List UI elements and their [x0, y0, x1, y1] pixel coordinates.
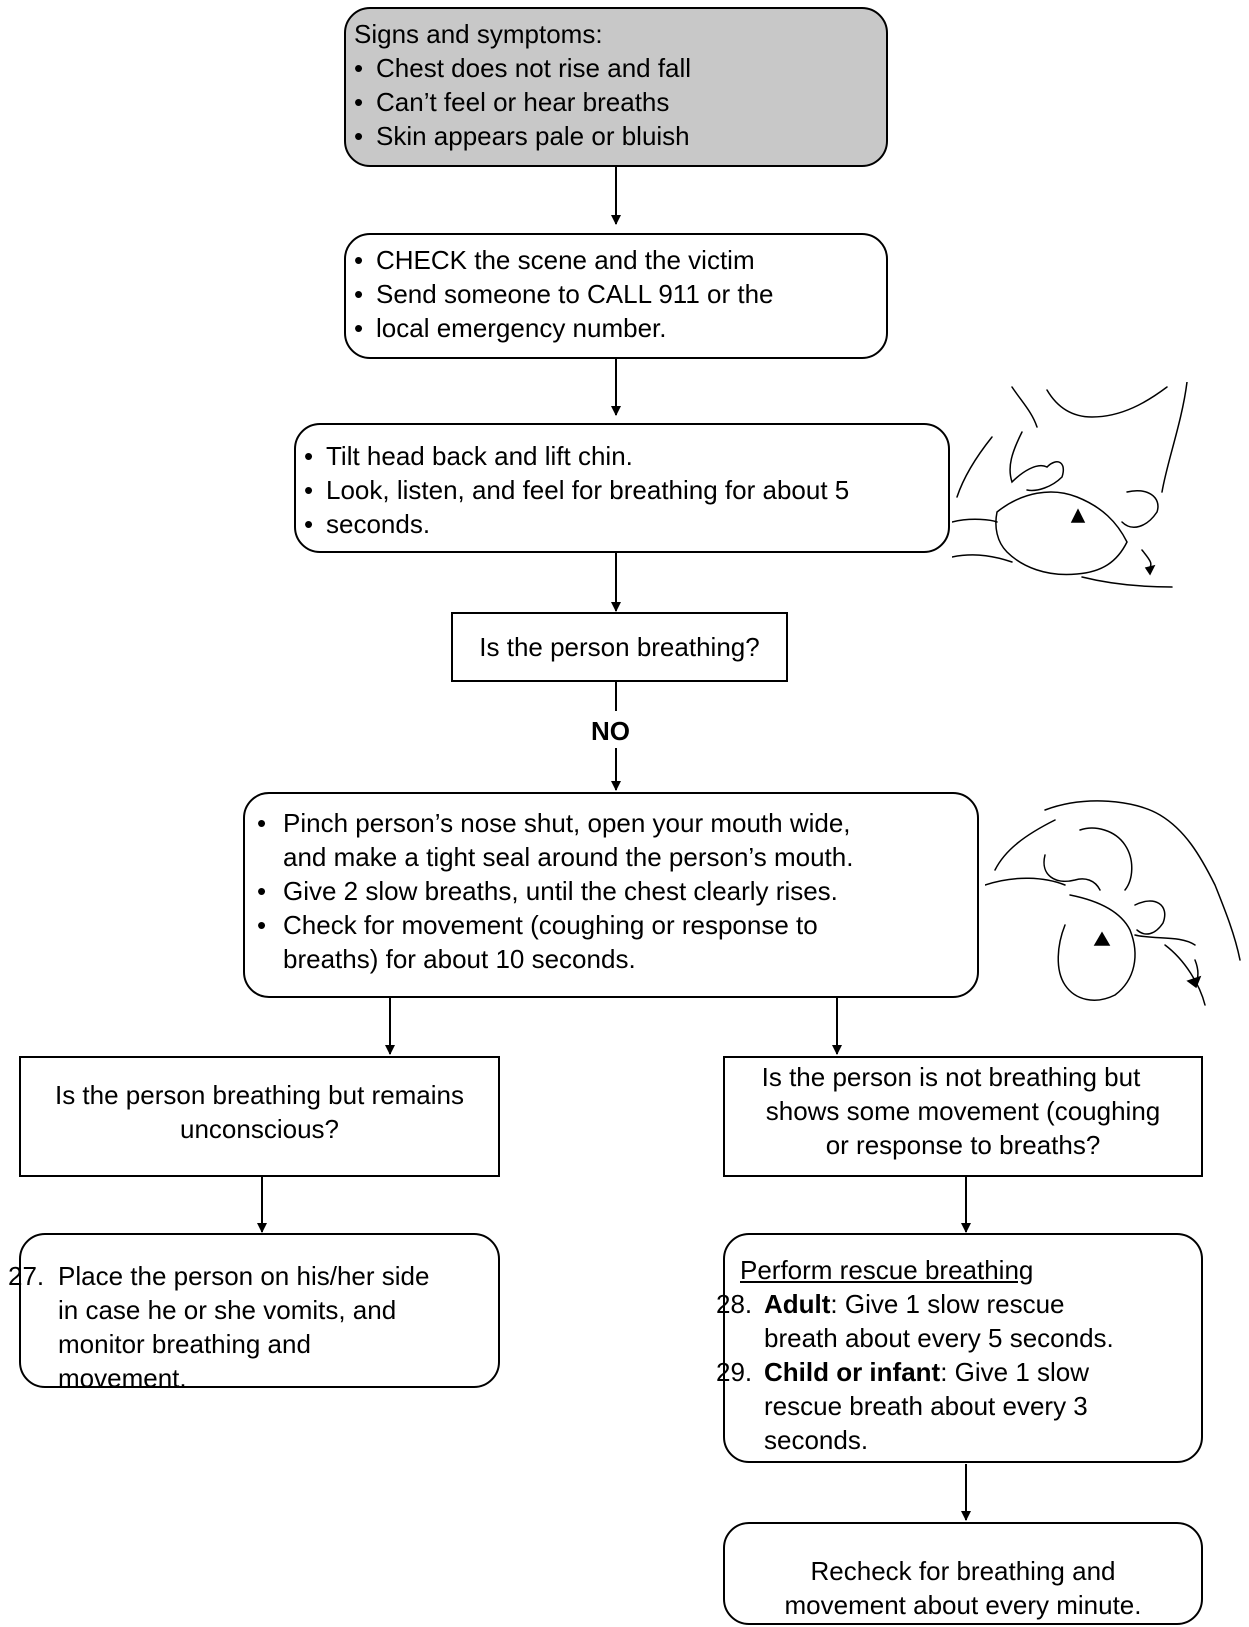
rescue-item-29-cont: seconds.	[764, 1425, 869, 1455]
tilt-list: Tilt head back and lift chin. Look, list…	[304, 439, 849, 541]
check-list: CHECK the scene and the victim Send some…	[354, 243, 774, 345]
rescue-breathing-box	[723, 1233, 1203, 1463]
tilt-item: Look, listen, and feel for breathing for…	[304, 473, 849, 507]
rescue-item-28-cont: breath about every 5 seconds.	[764, 1323, 1114, 1353]
pinch-line-continued: breaths) for about 10 seconds.	[283, 944, 636, 974]
rescue-item-29-bold: Child or infant	[764, 1357, 941, 1387]
right-question-line2: shows some movement (coughing	[765, 1096, 1161, 1126]
left-action-text: 27. Place the person on his/her side in c…	[8, 1259, 429, 1395]
tilt-item-continued: seconds.	[304, 507, 849, 541]
signs-item: Skin appears pale or bluish	[354, 119, 691, 153]
check-scene-text: CHECK the scene and the victim Send some…	[354, 243, 774, 345]
signs-list: Chest does not rise and fall Can’t feel …	[354, 51, 691, 153]
signs-item: Can’t feel or hear breaths	[354, 85, 691, 119]
pinch-item: • Pinch person’s nose shut, open your mou…	[257, 806, 853, 840]
pinch-line: Check for movement (coughing or response…	[283, 910, 818, 940]
rescue-item-29-text: : Give 1 slow	[940, 1357, 1090, 1387]
pinch-breaths-text: • Pinch person’s nose shut, open your mou…	[257, 806, 853, 976]
left-question-line2: unconscious?	[180, 1114, 339, 1144]
bullet: •	[257, 910, 267, 940]
rescue-item-28-bold: Adult	[764, 1289, 831, 1319]
signs-heading: Signs and symptoms:	[354, 19, 603, 49]
tilt-head-text: Tilt head back and lift chin. Look, list…	[304, 439, 849, 541]
rescue-breath-illustration	[985, 800, 1241, 1006]
check-item: Send someone to CALL 911 or the	[354, 277, 774, 311]
breathing-question-text: Is the person breathing?	[479, 632, 760, 662]
left-question-box	[19, 1056, 500, 1177]
rescue-item-28: 28. Adult: Give 1 slow rescue	[716, 1287, 1114, 1321]
left-action-item: 27. Place the person on his/her side	[8, 1259, 429, 1293]
left-question-text: Is the person breathing but remains unco…	[19, 1078, 500, 1146]
pinch-line-continued: and make a tight seal around the person’…	[283, 842, 854, 872]
item-number: 29.	[716, 1357, 753, 1387]
left-action-line: Place the person on his/her side	[58, 1261, 430, 1291]
rescue-item-29-cont: rescue breath about every 3	[764, 1391, 1088, 1421]
left-action-box	[19, 1233, 500, 1388]
bullet: •	[257, 876, 267, 906]
right-question-text: Is the person is not breathing but shows…	[723, 1060, 1203, 1162]
head-tilt-illustration	[952, 382, 1188, 588]
rescue-breathing-text: Perform rescue breathing 28.Adult: Give …	[716, 1253, 1114, 1457]
pinch-item: • Check for movement (coughing or respons…	[257, 908, 853, 942]
left-action-line: in case he or she vomits, and	[58, 1295, 397, 1325]
signs-symptoms-text: Signs and symptoms: Chest does not rise …	[354, 17, 691, 153]
recheck-text: Recheck for breathing and movement about…	[723, 1554, 1203, 1622]
left-action-line: monitor breathing and	[58, 1329, 311, 1359]
right-question-box	[723, 1056, 1203, 1177]
rescue-item-28-text: : Give 1 slow rescue	[830, 1289, 1065, 1319]
bullet: •	[257, 808, 267, 838]
item-number: 27.	[8, 1261, 45, 1291]
rescue-heading: Perform rescue breathing	[740, 1255, 1034, 1285]
recheck-line2: movement about every minute.	[784, 1590, 1142, 1620]
left-action-line: movement.	[58, 1363, 187, 1393]
pinch-item: • Give 2 slow breaths, until the chest cl…	[257, 874, 853, 908]
recheck-box	[723, 1522, 1203, 1625]
item-number: 28.	[716, 1289, 753, 1319]
recheck-line1: Recheck for breathing and	[810, 1556, 1116, 1586]
pinch-line: Pinch person’s nose shut, open your mout…	[283, 808, 851, 838]
breathing-question-box	[451, 612, 788, 682]
tilt-item-text: seconds.	[326, 509, 431, 539]
right-question-line3: or response to breaths?	[825, 1130, 1101, 1160]
tilt-item: Tilt head back and lift chin.	[304, 439, 849, 473]
pinch-line: Give 2 slow breaths, until the chest cle…	[283, 876, 838, 906]
signs-item: Chest does not rise and fall	[354, 51, 691, 85]
right-question-line1: Is the person is not breathing but	[761, 1062, 1141, 1092]
rescue-item-29: 29. Child or infant: Give 1 slow	[716, 1355, 1114, 1389]
check-item-text: local emergency number.	[376, 313, 667, 343]
left-question-line1: Is the person breathing but remains	[54, 1080, 465, 1110]
check-item-continued: local emergency number.	[354, 311, 774, 345]
check-item: CHECK the scene and the victim	[354, 243, 774, 277]
no-label: NO	[591, 716, 630, 746]
pinch-breaths-box	[243, 792, 979, 998]
